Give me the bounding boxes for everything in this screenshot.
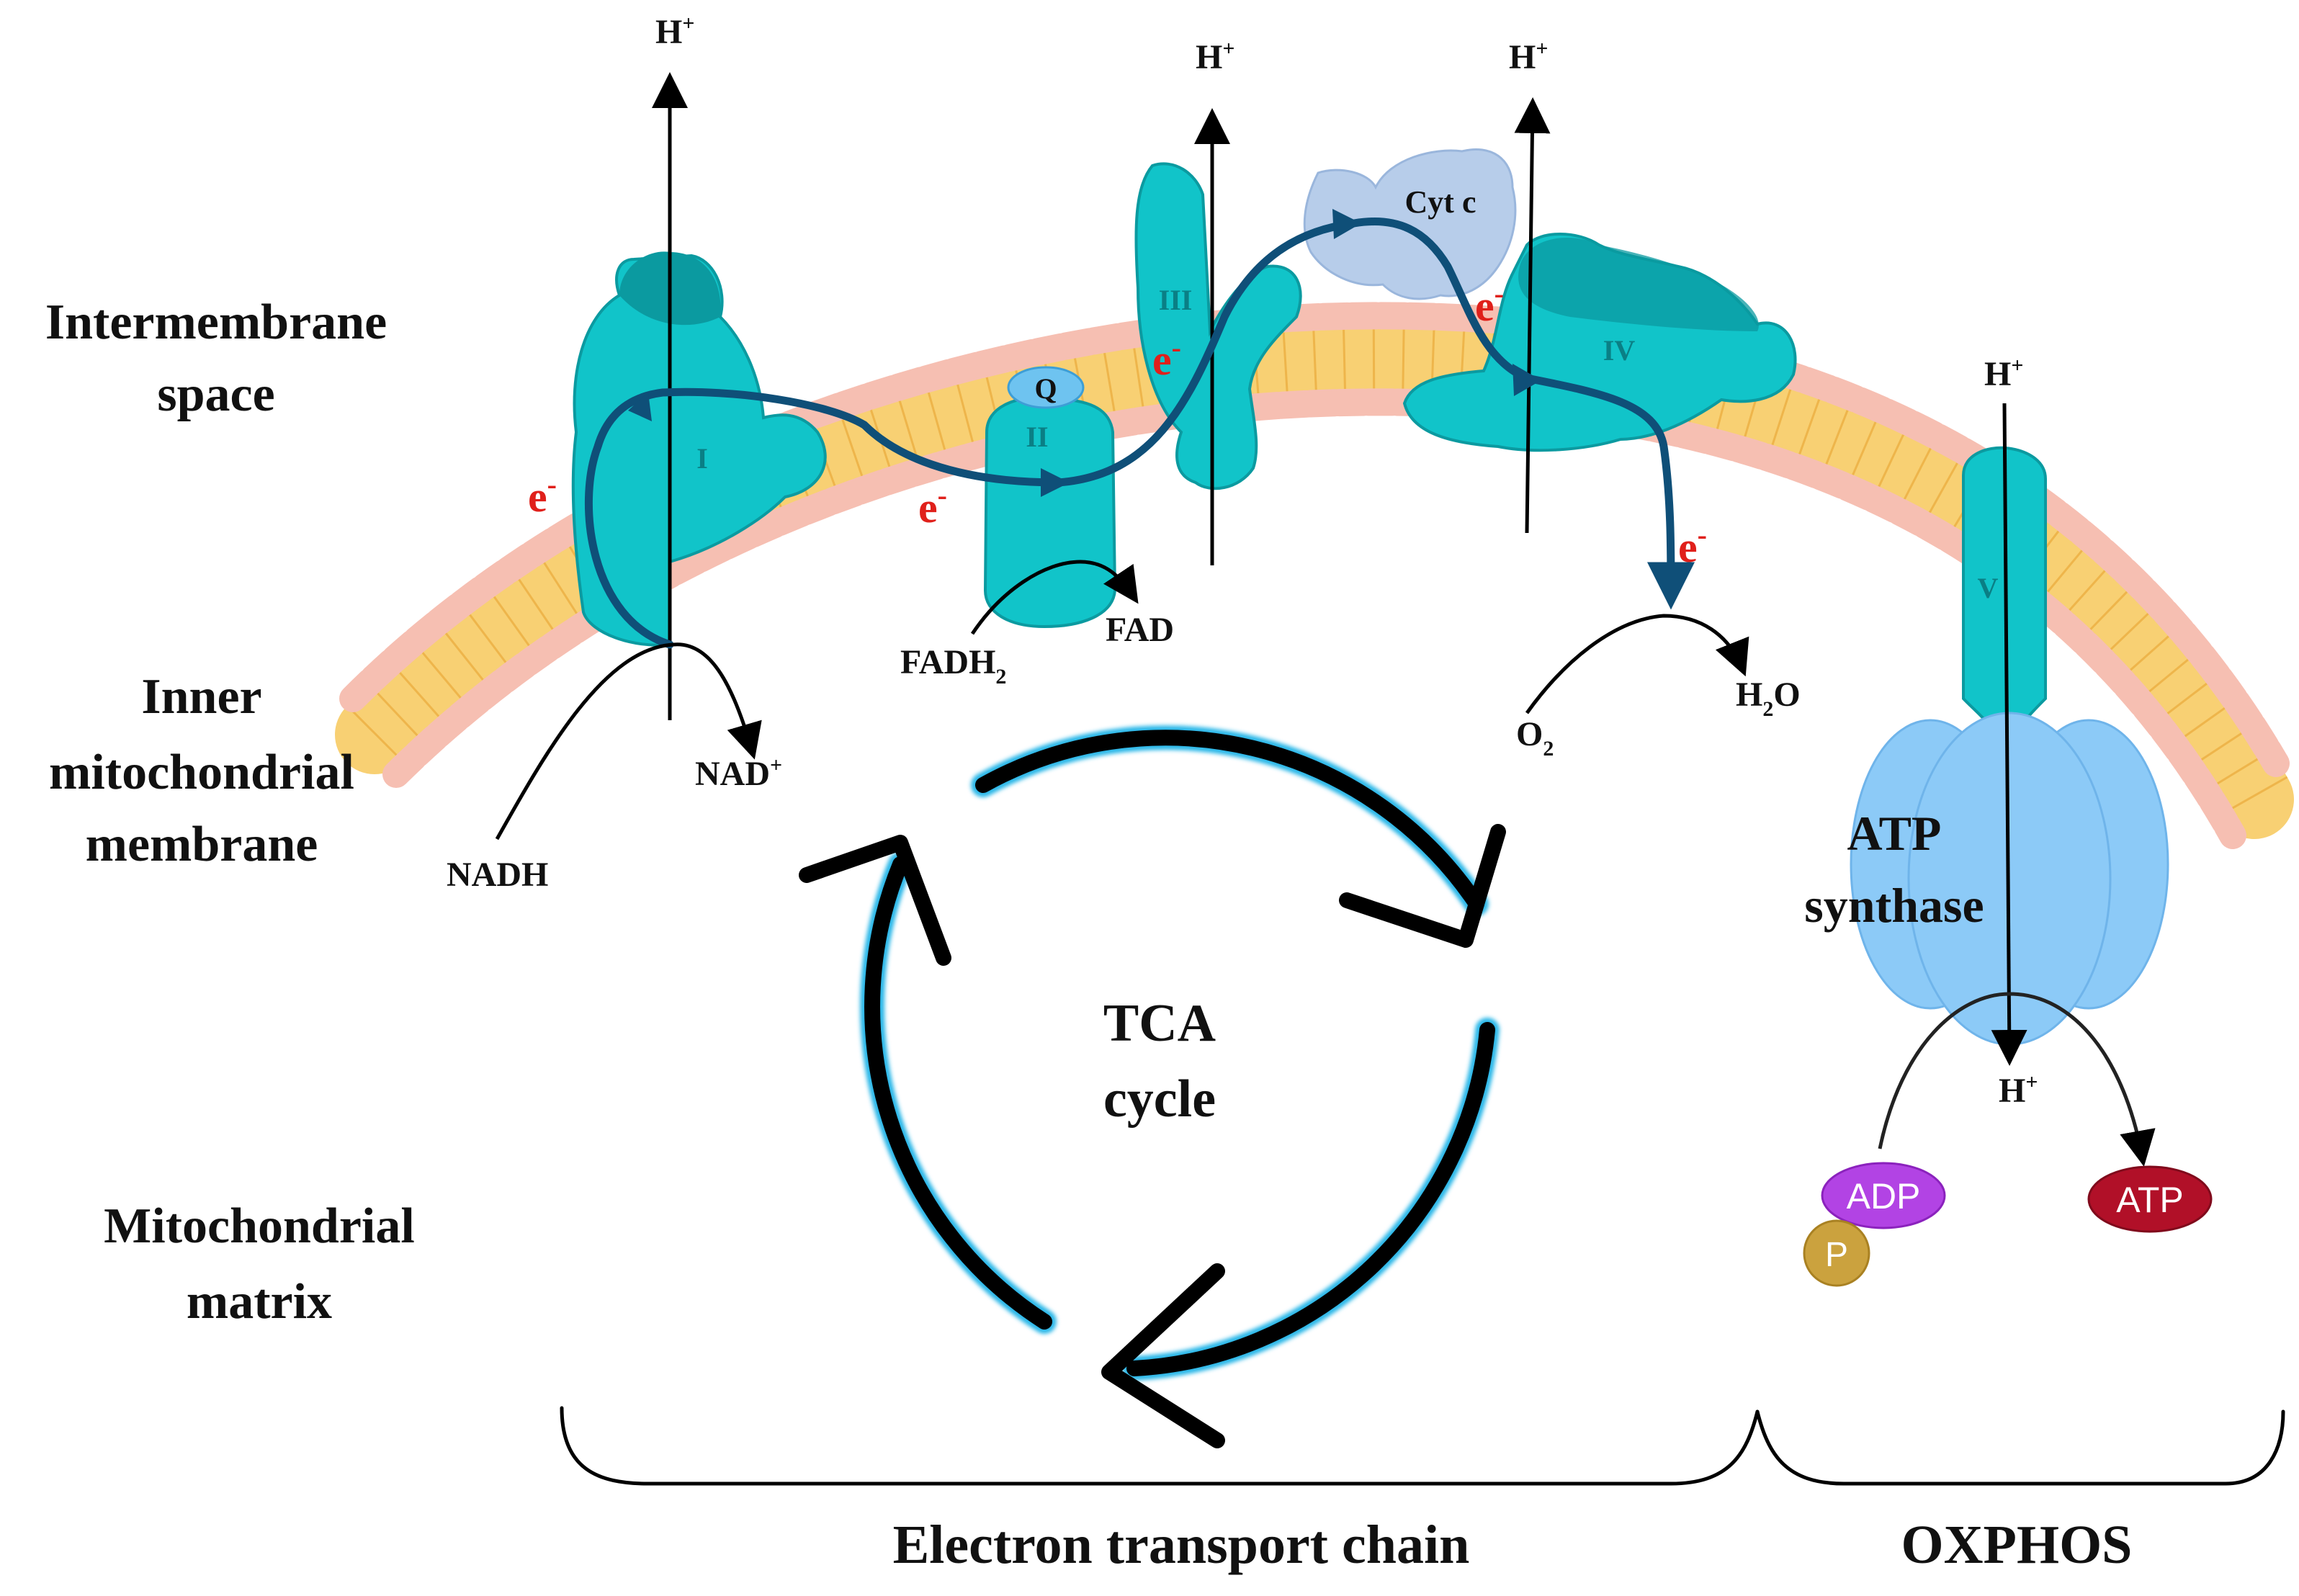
atp-synthase-label-1: ATP <box>1847 806 1942 861</box>
electron-transfer-path <box>585 218 1695 649</box>
h-plus-label-v-bottom: H+ <box>1999 1070 2038 1110</box>
adp-atp-arrow <box>1878 992 2156 1167</box>
e-label-4: e- <box>1475 277 1504 330</box>
ubiquinone-q <box>1007 366 1085 409</box>
region-matrix-2: matrix <box>187 1274 332 1330</box>
region-intermembrane-2: space <box>157 367 274 422</box>
complex-iv-top <box>1518 238 1759 331</box>
nad-plus-label: NAD+ <box>695 753 782 793</box>
atp-synthase-label-2: synthase <box>1804 878 1984 933</box>
cytc-label: Cyt c <box>1405 184 1476 220</box>
proton-labels: H+ H+ H+ H+ H+ <box>655 12 2038 1110</box>
oxphos-bracket <box>1755 1409 2285 1486</box>
tca-label-2: cycle <box>1103 1070 1216 1129</box>
e-arrowhead-2 <box>1041 468 1070 497</box>
tca-head-1 <box>1339 824 1506 948</box>
nadh-label: NADH <box>447 856 548 894</box>
tca-arrows <box>864 730 1495 1376</box>
h-plus-label-iv: H+ <box>1509 37 1548 76</box>
substrate-labels: NADH NAD+ FADH2 FAD O2 H2O <box>447 611 1801 894</box>
electron-path-arrowheads <box>628 209 1541 497</box>
fadh2-arrow <box>970 560 1139 635</box>
region-inner-1: Inner <box>141 669 261 725</box>
adp-label: ADP <box>1847 1176 1921 1216</box>
h-arrow-complex-iv <box>1514 97 1551 534</box>
complex-ii-label: II <box>1026 421 1048 453</box>
atp-synthase: V ATP synthase <box>1804 446 2169 1046</box>
region-inner-2: mitochondrial <box>49 745 354 800</box>
e-arrowhead-4 <box>1512 364 1541 396</box>
e-arrowhead-1 <box>628 393 652 421</box>
h-arrow-atp-synthase <box>1991 403 2027 1066</box>
etc-label: Electron transport chain <box>893 1515 1470 1575</box>
complex-ii: Q II <box>983 366 1117 629</box>
nadh-arrow <box>495 642 762 840</box>
tca-glow <box>860 725 1500 1381</box>
cytc-body <box>1303 148 1517 300</box>
h2o-label: H2O <box>1736 676 1801 721</box>
complex-i: I <box>571 251 827 647</box>
cytochrome-c: Cyt c <box>1303 148 1517 300</box>
brackets <box>560 1406 2285 1486</box>
adp-group: ADP P <box>1803 1162 1946 1287</box>
h-plus-label-v-top: H+ <box>1984 354 2023 393</box>
atp-label: ATP <box>2116 1180 2184 1220</box>
complex-i-body <box>571 254 827 647</box>
tca-arrow-1 <box>975 730 1484 912</box>
e-label-2: e- <box>918 479 947 532</box>
electron-labels: e- e- e- e- e- <box>528 277 1707 571</box>
e-label-3: e- <box>1152 331 1181 384</box>
complex-i-label: I <box>696 442 708 475</box>
etc-bracket <box>560 1406 1760 1486</box>
o2-arrow <box>1525 614 1749 714</box>
tca-arrow-3 <box>864 856 1052 1330</box>
region-intermembrane-1: Intermembrane <box>45 295 387 350</box>
tca-arrow-2 <box>1126 1022 1495 1376</box>
fadh2-label: FADH2 <box>900 643 1006 689</box>
h-plus-label-i: H+ <box>655 12 694 51</box>
region-inner-3: membrane <box>86 817 318 872</box>
complex-iv: IV <box>1402 233 1797 452</box>
h-plus-label-iii: H+ <box>1196 37 1234 76</box>
complex-iv-label: IV <box>1603 334 1636 367</box>
e-arrowhead-3 <box>1332 209 1361 239</box>
adp-oval <box>1821 1162 1946 1229</box>
tca-arrowheads <box>799 824 1506 1448</box>
e-label-1: e- <box>528 468 557 521</box>
tca-head-3 <box>799 835 951 966</box>
substrate-reactions <box>495 560 2156 1167</box>
atp-product: ATP <box>2087 1165 2213 1233</box>
complex-ii-body <box>983 395 1117 629</box>
tca-label-1: TCA <box>1103 994 1216 1053</box>
e-label-5: e- <box>1678 519 1707 571</box>
oxphos-label: OXPHOS <box>1901 1515 2133 1575</box>
region-labels: Intermembrane space Inner mitochondrial … <box>45 295 415 1330</box>
tca-head-2 <box>1101 1263 1225 1448</box>
complex-v-label: V <box>1978 572 1999 604</box>
q-label: Q <box>1034 372 1057 405</box>
region-matrix-1: Mitochondrial <box>104 1198 415 1254</box>
atp-oval <box>2087 1165 2213 1233</box>
o2-label: O2 <box>1516 715 1554 761</box>
complex-iii-label: III <box>1159 284 1193 316</box>
tca-cycle: TCA cycle <box>799 725 1506 1448</box>
phosphate-label: P <box>1825 1236 1848 1274</box>
phosphate-circle <box>1803 1219 1870 1287</box>
fad-label: FAD <box>1106 611 1174 649</box>
